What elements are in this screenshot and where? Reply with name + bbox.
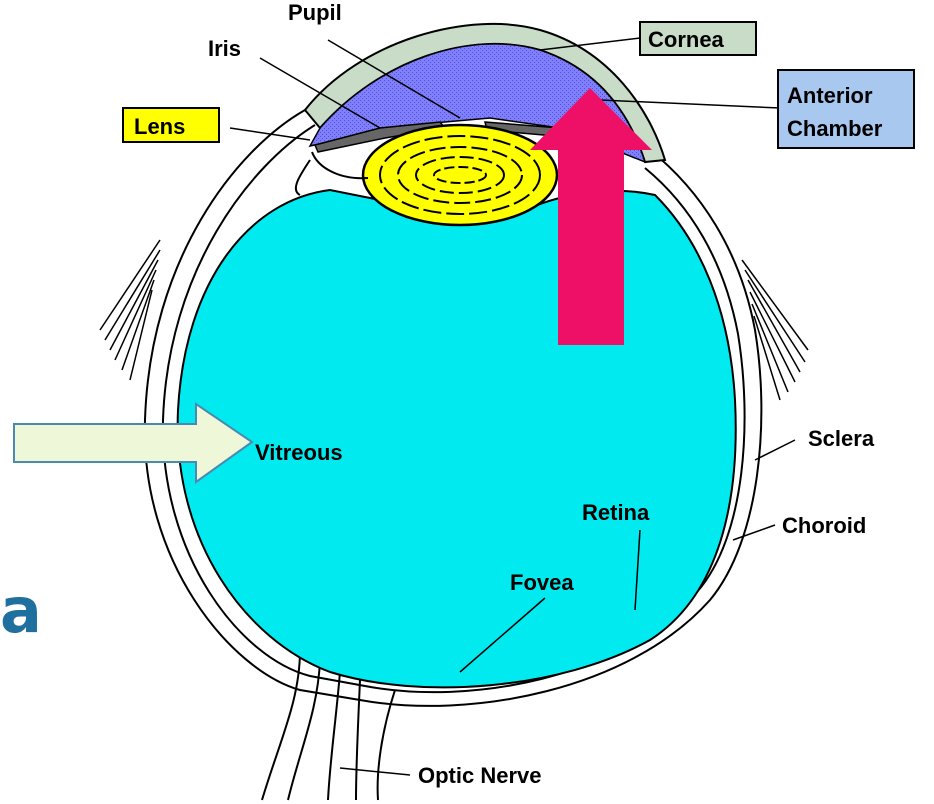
label-sclera: Sclera — [808, 426, 875, 451]
label-vitreous: Vitreous — [255, 440, 343, 465]
cornea-label-box: Cornea — [640, 22, 756, 55]
vitreous-body — [178, 190, 736, 687]
label-retina: Retina — [582, 500, 650, 525]
lens-label-box: Lens — [123, 108, 219, 142]
label-lens: Lens — [134, 114, 185, 139]
label-iris: Iris — [208, 36, 241, 61]
label-cornea: Cornea — [648, 27, 725, 52]
label-fovea: Fovea — [510, 570, 574, 595]
label-optic-nerve: Optic Nerve — [418, 763, 542, 788]
partial-text: a — [0, 574, 42, 647]
lens — [363, 125, 557, 225]
ciliary-body — [296, 152, 368, 195]
label-choroid: Choroid — [782, 513, 866, 538]
right-muscle — [742, 260, 808, 400]
label-pupil: Pupil — [288, 0, 342, 25]
label-anterior-line2: Chamber — [787, 116, 883, 141]
anterior-chamber-label-box: Anterior Chamber — [778, 70, 914, 148]
label-anterior-line1: Anterior — [787, 83, 873, 108]
